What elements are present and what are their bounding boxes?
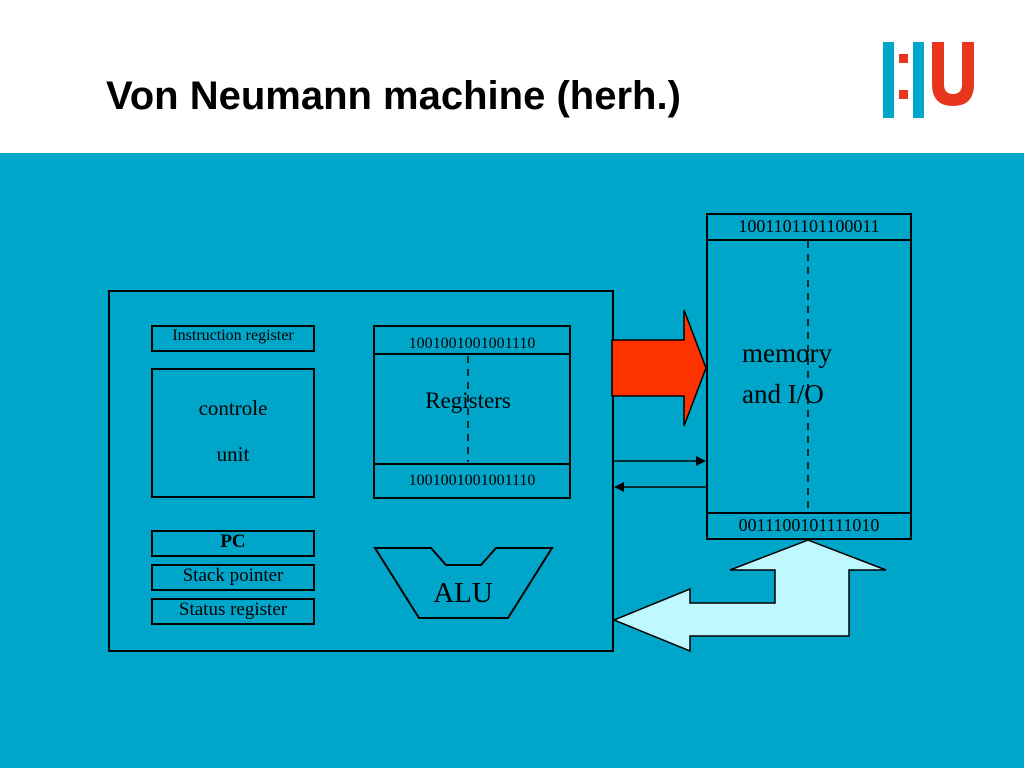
instruction-register-box [151, 325, 315, 352]
io-bus-arrow [612, 539, 887, 653]
memory-bottom-value: 0011100101111010 [738, 515, 880, 535]
slide-header: Von Neumann machine (herh.) [0, 0, 1024, 153]
registers-box [373, 325, 571, 499]
registers-bottom-divider [373, 463, 571, 465]
memory-box [706, 213, 912, 540]
alu-shape [373, 547, 554, 619]
memory-bottom-divider [706, 512, 912, 514]
control-unit-label-line1: controle [198, 396, 268, 420]
registers-bottom-value: 1001001001001110 [408, 472, 536, 489]
diagram-area [0, 153, 1024, 768]
hu-logo [883, 42, 974, 118]
stack-pointer-label: Stack pointer [182, 565, 284, 586]
status-register-box [151, 598, 315, 625]
red-data-arrow [611, 309, 707, 427]
instruction-register-label: Instruction register [172, 327, 294, 344]
cpu-to-memory-arrowhead [696, 456, 706, 466]
memory-label-line1: memory [742, 338, 832, 368]
memory-label-line2: and I/O [742, 379, 824, 409]
pc-label: PC [220, 531, 246, 552]
memory-top-value: 1001101101100011 [738, 216, 880, 236]
control-unit-label-line2: unit [216, 442, 250, 466]
memory-top-divider [706, 239, 912, 241]
memory-to-cpu-arrowhead [614, 482, 624, 492]
control-unit-box [151, 368, 315, 498]
stack-pointer-box [151, 564, 315, 591]
registers-top-value: 1001001001001110 [408, 335, 536, 352]
registers-top-divider [373, 353, 571, 355]
cpu-box [108, 290, 614, 652]
pc-box [151, 530, 315, 557]
slide-title: Von Neumann machine (herh.) [106, 74, 681, 118]
status-register-label: Status register [178, 599, 288, 620]
alu-label: ALU [433, 577, 493, 609]
